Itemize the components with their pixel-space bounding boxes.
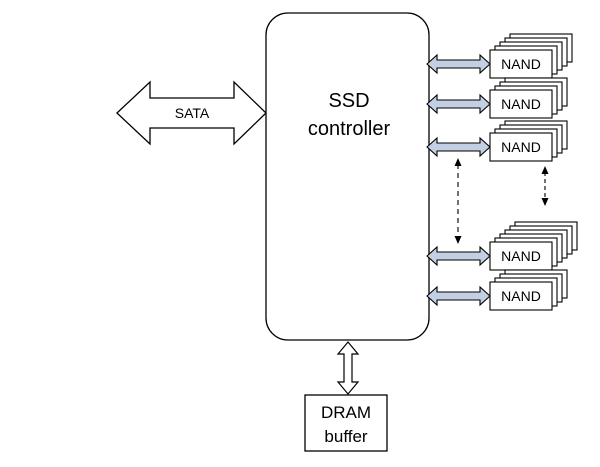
dram-label-line1: DRAM: [321, 403, 371, 422]
nand-stack-4: NAND: [489, 221, 578, 271]
sata-label: SATA: [175, 105, 210, 121]
ssd-controller: SSD controller: [265, 12, 430, 341]
nand-chip: [489, 241, 553, 271]
nand-stack-1: NAND: [489, 33, 573, 79]
nand-stacks: NAND NAND NAND NAND NAND: [489, 33, 578, 311]
nand-stack-5: NAND: [489, 269, 568, 311]
nand-stack-2: NAND: [489, 77, 568, 119]
nand-chip: [489, 281, 553, 311]
nand-label: NAND: [501, 139, 541, 155]
nand-chip: [489, 49, 553, 79]
dram-bus-arrow: [336, 341, 360, 395]
ellipsis-arrows: [454, 158, 549, 244]
nand-label: NAND: [501, 248, 541, 264]
nand-label: NAND: [501, 56, 541, 72]
channel-arrow-2: [426, 93, 491, 115]
channel-arrow-1: [426, 53, 491, 75]
channel-bus-arrows: [426, 53, 491, 307]
nand-chip: [489, 132, 553, 162]
channel-arrow-3: [426, 136, 491, 158]
dram-buffer: DRAM buffer: [304, 394, 388, 452]
sata-interface-arrow: SATA: [116, 80, 267, 146]
nand-stack-3: NAND: [489, 120, 568, 162]
dram-label-line2: buffer: [324, 427, 368, 446]
channel-arrow-4: [426, 245, 491, 267]
controller-title-line2: controller: [308, 118, 391, 140]
nand-chip: [489, 89, 553, 119]
nand-label: NAND: [501, 288, 541, 304]
controller-title-line1: SSD: [328, 90, 369, 112]
channel-arrow-5: [426, 285, 491, 307]
nand-label: NAND: [501, 96, 541, 112]
